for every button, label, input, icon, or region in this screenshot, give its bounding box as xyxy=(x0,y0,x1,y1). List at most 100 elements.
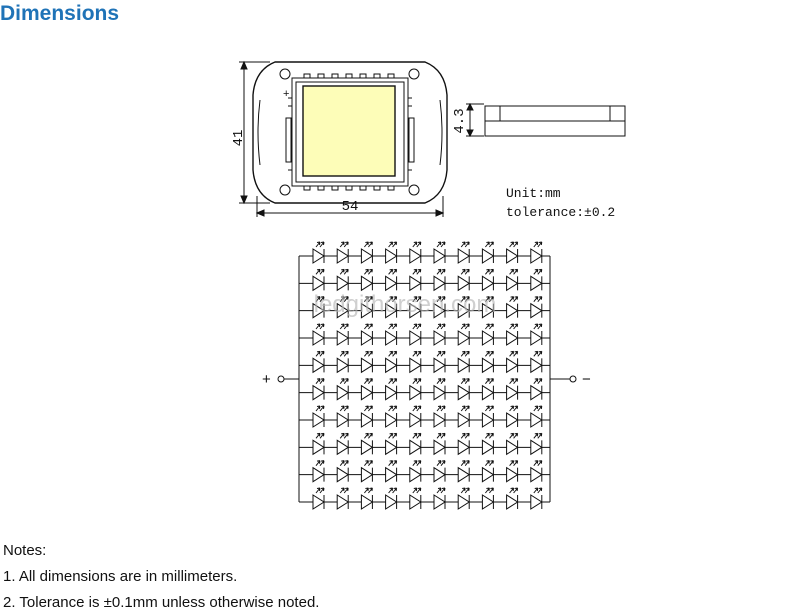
led-diode-symbol xyxy=(409,487,422,510)
positive-terminal-label: + xyxy=(262,371,271,388)
led-diode-symbol xyxy=(506,432,519,456)
led-diode-symbol xyxy=(312,405,325,428)
led-diode-symbol xyxy=(457,241,471,264)
led-diode-symbol xyxy=(336,323,350,346)
led-diode-symbol xyxy=(481,487,495,510)
negative-terminal-label: − xyxy=(582,371,591,388)
led-diode-symbol xyxy=(409,378,422,401)
led-diode-symbol xyxy=(312,487,325,510)
led-diode-symbol xyxy=(530,487,543,510)
led-diode-symbol xyxy=(360,350,374,374)
led-diode-symbol xyxy=(409,405,422,428)
led-diode-symbol xyxy=(336,378,350,401)
led-diode-symbol xyxy=(457,487,471,510)
led-diode-symbol xyxy=(385,487,398,510)
watermark-text: ledgithorsen.com xyxy=(314,291,497,318)
led-diode-symbol xyxy=(312,460,325,483)
led-diode-symbol xyxy=(433,296,446,319)
width-label: 54 xyxy=(342,199,359,215)
notes-section: Notes: 1. All dimensions are in millimet… xyxy=(3,538,319,616)
led-diode-symbol xyxy=(506,378,519,401)
led-diode-symbol xyxy=(360,487,374,510)
led-diode-symbol xyxy=(360,296,374,319)
led-diode-symbol xyxy=(506,268,519,292)
led-diode-symbol xyxy=(312,350,325,374)
led-diode-symbol xyxy=(360,241,374,264)
notes-title: Notes: xyxy=(3,542,47,559)
section-heading: Dimensions xyxy=(0,2,120,25)
height-dimension xyxy=(239,60,270,205)
led-diode-symbol xyxy=(433,241,446,264)
led-diode-symbol xyxy=(457,296,471,319)
led-diode-symbol xyxy=(433,405,446,428)
led-diode-symbol xyxy=(506,296,519,319)
led-diode-symbol xyxy=(360,432,374,456)
led-diode-symbol xyxy=(360,460,374,483)
led-diode-symbol xyxy=(530,378,543,401)
mounting-hole xyxy=(279,68,291,80)
led-diode-symbol xyxy=(385,460,398,483)
led-diode-symbol xyxy=(409,323,422,346)
led-diode-symbol xyxy=(481,241,495,264)
led-diode-symbol xyxy=(530,323,543,346)
led-diode-symbol xyxy=(433,432,446,456)
led-package-top-view xyxy=(252,61,448,204)
positive-terminal xyxy=(277,375,285,383)
unit-label: Unit:mm xyxy=(506,186,561,201)
led-diode-symbol xyxy=(457,323,471,346)
led-diode-symbol xyxy=(457,405,471,428)
led-package-side-view xyxy=(466,102,626,138)
led-diode-symbol xyxy=(336,460,350,483)
led-diode-symbol xyxy=(433,487,446,510)
led-diode-symbol xyxy=(481,268,495,292)
led-diode-symbol xyxy=(385,296,398,319)
package-plus-mark: + xyxy=(283,88,289,100)
led-diode-symbol xyxy=(409,350,422,374)
dimension-drawing: + 41 54 4.3 Unit:mm tolerance:±0.2 + − l… xyxy=(231,60,626,510)
led-diode-symbol xyxy=(409,241,422,264)
led-diode-symbol xyxy=(481,378,495,401)
led-diode-symbol xyxy=(360,323,374,346)
led-diode-symbol xyxy=(506,241,519,264)
led-diode-symbol xyxy=(481,350,495,374)
height-label: 41 xyxy=(231,130,247,147)
led-diode-symbol xyxy=(336,296,350,319)
led-diode-symbol xyxy=(457,350,471,374)
led-diode-symbol xyxy=(433,323,446,346)
led-diode-symbol xyxy=(336,350,350,374)
led-diode-symbol xyxy=(312,268,325,292)
led-diode-symbol xyxy=(481,323,495,346)
mounting-hole xyxy=(279,184,291,196)
led-diode-symbol xyxy=(530,350,543,374)
led-diode-symbol xyxy=(312,432,325,456)
led-diode-symbol xyxy=(433,350,446,374)
led-diode-symbol xyxy=(433,460,446,483)
led-diode-symbol xyxy=(312,241,325,264)
led-diode-symbol xyxy=(385,241,398,264)
width-dimension xyxy=(255,196,445,217)
led-diode-symbol xyxy=(385,432,398,456)
mounting-hole xyxy=(408,68,420,80)
led-diode-symbol xyxy=(506,323,519,346)
led-diode-symbol xyxy=(481,460,495,483)
led-diode-symbol xyxy=(312,378,325,401)
led-diode-symbol xyxy=(481,432,495,456)
led-diode-symbol xyxy=(457,268,471,292)
note-item: 2. Tolerance is ±0.1mm unless otherwise … xyxy=(3,594,320,611)
led-matrix-schematic xyxy=(277,241,577,510)
led-diode-symbol xyxy=(360,378,374,401)
led-diode-symbol xyxy=(506,487,519,510)
led-diode-symbol xyxy=(481,296,495,319)
led-diode-symbol xyxy=(385,350,398,374)
led-diode-symbol xyxy=(530,296,543,319)
led-diode-symbol xyxy=(457,460,471,483)
led-diode-symbol xyxy=(506,460,519,483)
led-diode-symbol xyxy=(312,323,325,346)
led-diode-symbol xyxy=(457,432,471,456)
led-diode-symbol xyxy=(530,241,543,264)
led-diode-symbol xyxy=(530,405,543,428)
mounting-hole xyxy=(408,184,420,196)
led-diode-symbol xyxy=(312,296,325,319)
led-diode-symbol xyxy=(385,405,398,428)
led-diode-symbol xyxy=(506,350,519,374)
